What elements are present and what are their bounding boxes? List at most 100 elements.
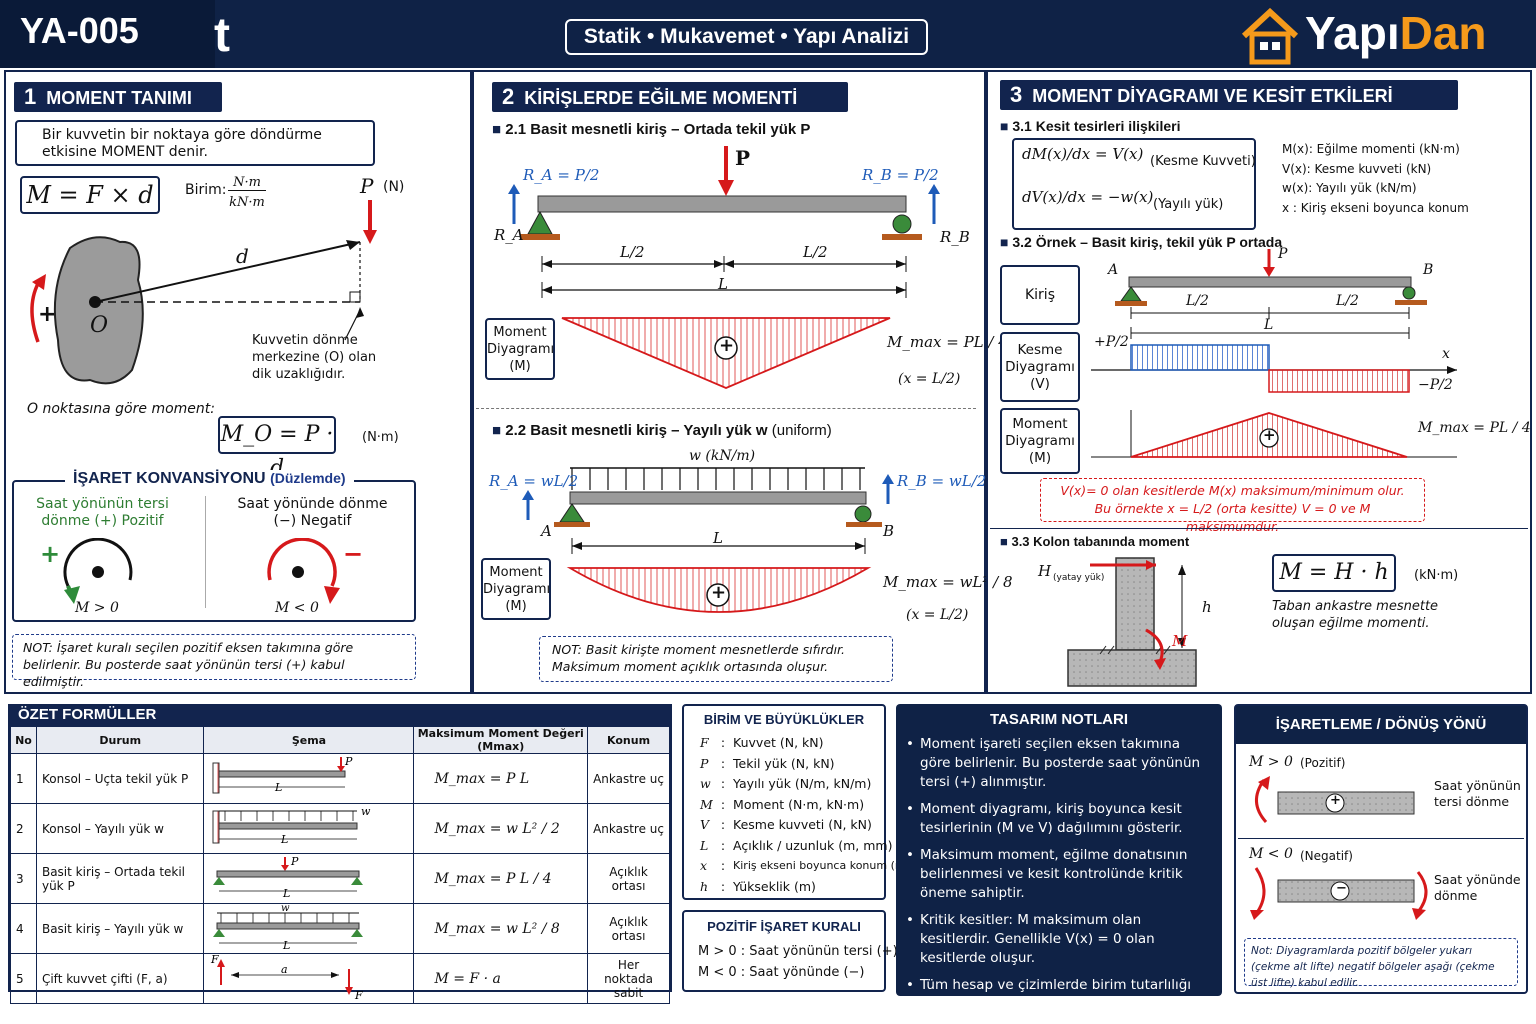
positive-rule-title: POZİTİF İŞARET KURALI xyxy=(707,919,861,934)
unit-description: Yükseklik (m) xyxy=(733,878,816,894)
point-load-beam-diagram xyxy=(508,146,940,389)
summary-title: ÖZET FORMÜLLER xyxy=(8,704,672,726)
design-notes-list: Moment işareti seçilen eksen takımına gö… xyxy=(906,735,1212,1024)
eq-load: dV(x)/dx = −w(x) xyxy=(1022,188,1154,206)
brand-house-icon xyxy=(1241,7,1299,65)
scheme-load-label: w xyxy=(281,905,290,914)
reaction-a-symbol: R_A xyxy=(494,226,524,244)
load-p-label: P xyxy=(735,146,751,170)
units-table: F:Kuvvet (N, kN) P:Tekil yük (N, kN) w:Y… xyxy=(698,732,918,898)
reaction-a-label: R_A = P/2 xyxy=(523,166,600,184)
pivot-label: O xyxy=(90,313,109,338)
mmax-1: M_max = PL / 4 xyxy=(887,333,1008,351)
unit-row: M:Moment (N·m, kN·m) xyxy=(700,796,916,815)
symbol-legend: M(x): Eğilme momenti (kN·m) V(x): Kesme … xyxy=(1282,140,1469,218)
unit-symbol: P xyxy=(700,755,709,771)
row-case: Basit kiriş – Yayılı yük w xyxy=(35,903,205,954)
unit-symbol: M xyxy=(700,796,713,812)
positive-rule-2: M < 0 : Saat yönünde (−) xyxy=(698,965,865,980)
unit-symbol: F xyxy=(700,735,709,750)
mo-unit: (N·m) xyxy=(362,430,399,445)
marking-diagrams xyxy=(1250,776,1428,920)
row-label-moment: Moment Diyagramı (M) xyxy=(1000,408,1080,474)
section-2-divider xyxy=(476,408,976,409)
marking-neg-desc: Saat yönünde dönme xyxy=(1434,872,1521,903)
col-header-no: No xyxy=(10,726,37,754)
row-case: Çift kuvvet çifti (F, a) xyxy=(35,953,205,1004)
unit-description: Yayılı yük (N/m, kN/m) xyxy=(733,776,872,791)
unit-symbol: x xyxy=(700,858,708,873)
unit-description: Kuvvet (N, kN) xyxy=(733,735,824,750)
col-header-case: Durum xyxy=(35,726,205,754)
scheme-span-label: L xyxy=(274,781,282,794)
subsection-2-2: 2.2 Basit mesnetli kiriş – Yayılı yük w … xyxy=(492,422,832,439)
unit-row: w:Yayılı yük (N/m, kN/m) xyxy=(700,775,916,794)
zero-shear-note: V(x)= 0 olan kesitlerde M(x) maksimum/mi… xyxy=(1040,478,1425,534)
section-2-note: NOT: Basit kirişte moment mesnetlerde sı… xyxy=(539,636,893,682)
unit-row: h:Yükseklik (m) xyxy=(700,878,916,897)
force-unit: (N) xyxy=(383,179,405,195)
column-formula: M = H · h xyxy=(1272,554,1396,592)
unit-denominator: kN·m xyxy=(229,195,265,210)
mo-formula: M_O = P · d xyxy=(218,416,336,481)
unit-symbol: w xyxy=(700,776,711,791)
row-no: 1 xyxy=(10,753,37,804)
shear-positive-value: +P/2 xyxy=(1094,334,1129,350)
scheme-force2-label: F xyxy=(354,989,363,999)
column-unit: (kN·m) xyxy=(1414,568,1459,583)
positive-sign-2: + xyxy=(711,582,727,603)
marking-title: İŞARETLEME / DÖNÜŞ YÖNÜ xyxy=(1236,706,1526,744)
zero-shear-note-line: V(x)= 0 olan kesitlerde M(x) maksimum/mi… xyxy=(1060,483,1405,498)
force-label: P xyxy=(360,174,374,198)
mmax-1-position: (x = L/2) xyxy=(898,371,961,387)
row-no: 2 xyxy=(10,803,37,854)
section-2-frame xyxy=(472,70,986,694)
height-label: h xyxy=(1202,598,1212,616)
support-b-label: B xyxy=(883,522,895,540)
support-a3-label: A xyxy=(1108,262,1119,278)
row-no: 5 xyxy=(10,953,37,1004)
unit-symbol: h xyxy=(700,878,709,894)
column-note: Taban ankastre mesnette oluşan eğilme mo… xyxy=(1272,599,1439,631)
reaction-a2-label: R_A = wL/2 xyxy=(489,472,579,490)
row-case: Konsol – Yayılı yük w xyxy=(35,803,205,854)
unit-symbol: L xyxy=(700,837,709,853)
scheme-force1-label: F xyxy=(210,955,219,966)
unit-description: Moment (N·m, kN·m) xyxy=(733,796,865,812)
scheme-span-label: L xyxy=(282,939,290,949)
eq-load-note: (Yayılı yük) xyxy=(1153,197,1224,212)
row-label-beam: Kiriş xyxy=(1000,265,1080,325)
design-note: Moment diyagramı, kiriş boyunca kesit te… xyxy=(906,800,1212,838)
half-span-1: L/2 xyxy=(620,243,645,261)
unit-description: Kiriş ekseni boyunca konum (m) xyxy=(733,859,910,872)
span3-label: L xyxy=(1264,317,1274,333)
eq-shear: dM(x)/dx = V(x) xyxy=(1022,145,1144,163)
shear-negative-value: −P/2 xyxy=(1418,377,1453,393)
m-positive: M > 0 xyxy=(75,600,119,616)
eq-shear-note: (Kesme Kuvveti) xyxy=(1150,154,1256,169)
legend-item: M(x): Eğilme momenti (kN·m) xyxy=(1282,142,1460,156)
row-value: M_max = P L xyxy=(413,753,589,804)
design-note: Maksimum moment, eğilme donatısının beli… xyxy=(906,846,1212,903)
cantilever-udl-scheme: wL xyxy=(212,805,371,846)
half-span3-2: L/2 xyxy=(1336,293,1359,309)
row-case: Basit kiriş – Ortada tekil yük P xyxy=(35,853,205,904)
udl-beam-diagram xyxy=(522,467,894,613)
unit-numerator: N·m xyxy=(228,175,266,191)
scheme-span-label: L xyxy=(280,833,288,846)
ccw-plus: + xyxy=(40,540,61,568)
unit-label: Birim: xyxy=(185,182,227,198)
tagline: Statik • Mukavemet • Yapı Analizi xyxy=(565,19,928,55)
positive-rule-panel xyxy=(682,910,886,992)
relations-box xyxy=(1012,138,1256,230)
moment-definition: Bir kuvvetin bir noktaya göre döndürme e… xyxy=(15,120,375,166)
section-1-frame xyxy=(4,70,472,694)
